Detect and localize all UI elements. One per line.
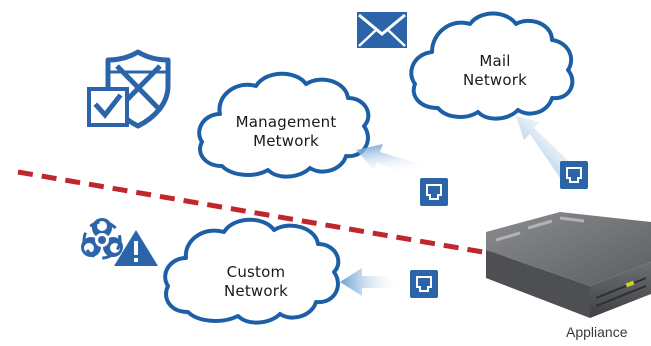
- arrow-to-mail: [516, 116, 574, 178]
- ethernet-port-icon: [420, 178, 448, 206]
- mail-network-line1: Mail: [479, 52, 511, 70]
- biohazard-warning-icon: [81, 218, 158, 266]
- arrow-to-management: [356, 144, 420, 178]
- security-boundary-line: [17, 169, 507, 259]
- envelope-icon: [357, 12, 407, 48]
- management-network-line1: Management: [235, 113, 337, 131]
- appliance-label: Appliance: [566, 324, 628, 340]
- custom-network-cloud: [163, 217, 341, 325]
- server-appliance-icon: [486, 212, 651, 318]
- mail-network-cloud: [409, 11, 575, 121]
- mail-network-label: Mail Network: [438, 52, 552, 90]
- custom-network-line1: Custom: [226, 263, 286, 281]
- custom-network-label: Custom Network: [194, 263, 318, 301]
- ethernet-port-icon: [410, 270, 438, 298]
- mail-network-line2: Network: [462, 71, 528, 89]
- shield-check-icon: [87, 49, 171, 129]
- arrow-to-custom: [340, 268, 400, 296]
- management-network-label: Management Metwork: [214, 113, 358, 151]
- ethernet-port-icon: [560, 161, 588, 189]
- custom-network-line2: Network: [223, 282, 289, 300]
- management-network-line2: Metwork: [253, 132, 319, 150]
- management-network-cloud: [197, 71, 371, 179]
